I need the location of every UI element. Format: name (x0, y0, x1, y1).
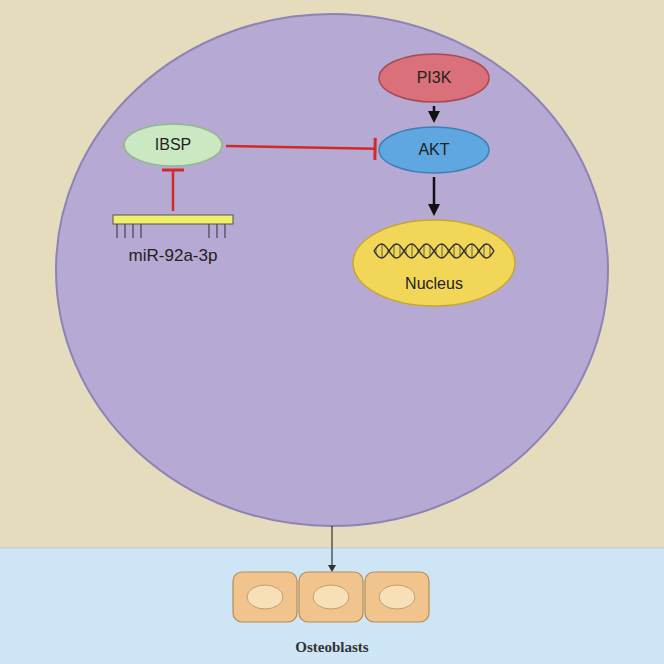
node-label: AKT (418, 141, 449, 159)
node-label: miR-92a-3p (129, 246, 218, 266)
node-label: Osteoblasts (295, 639, 368, 656)
inhibition-line (226, 138, 375, 160)
leader-arrowhead (328, 565, 336, 572)
ibsp-ellipse: IBSP (123, 123, 223, 167)
tissue-ground (0, 548, 664, 664)
akt-ellipse: AKT (378, 126, 490, 174)
nucleus-ellipse: Nucleus (352, 219, 516, 307)
outer-ground (0, 0, 664, 548)
node-label: Nucleus (405, 275, 463, 293)
leader-arrow (331, 526, 332, 566)
activation-arrow (428, 177, 440, 216)
pi3k-ellipse: PI3K (378, 53, 490, 103)
osteoblast-group: Osteoblasts (231, 572, 433, 656)
nucleus-ellipse-outline (352, 219, 516, 307)
inhibition-line (162, 170, 184, 211)
node-label: IBSP (155, 136, 191, 154)
mirna-symbol: miR-92a-3p (108, 214, 238, 266)
cell-body (56, 14, 608, 526)
activation-arrow (428, 106, 440, 123)
node-label: PI3K (417, 69, 452, 87)
